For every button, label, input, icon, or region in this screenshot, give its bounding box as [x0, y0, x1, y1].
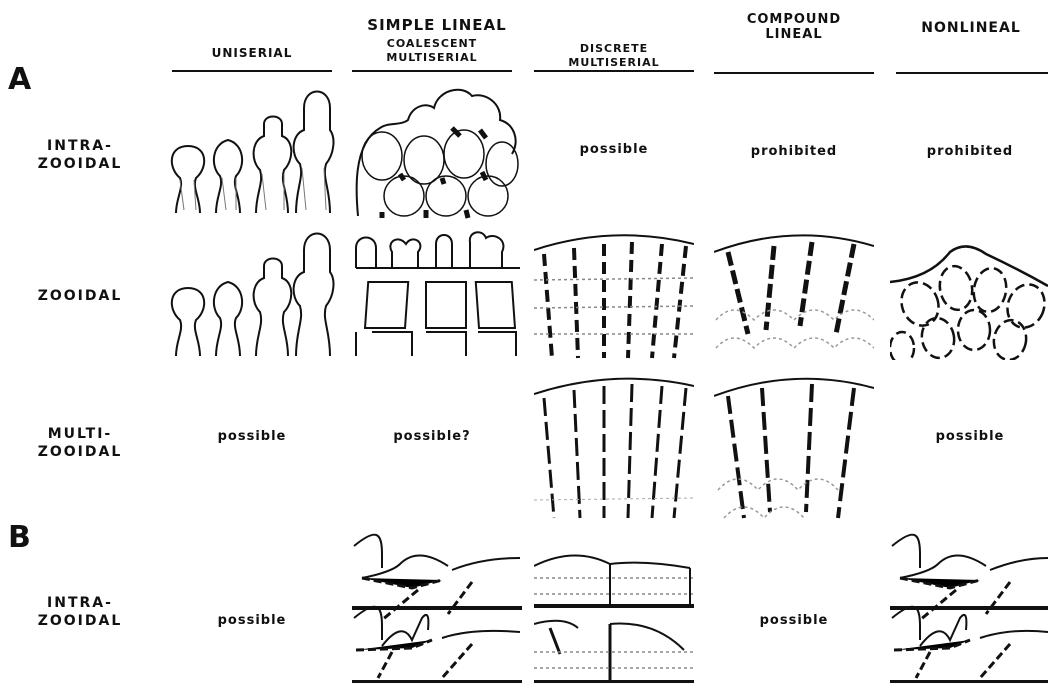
col-uniserial-header: UNISERIAL	[172, 46, 332, 60]
col-coalescent-line2: MULTISERIAL	[352, 51, 512, 65]
cell-a-intra-discrete: possible	[534, 142, 694, 157]
col-discrete-rule	[534, 70, 694, 72]
col-compound-line2: LINEAL	[714, 27, 874, 42]
simple-lineal-header: SIMPLE LINEAL	[352, 16, 522, 34]
cell-a-multi-uniserial: possible	[172, 429, 332, 444]
cell-b-intra-compound: possible	[714, 613, 874, 628]
panel-b-discrete	[534, 528, 694, 684]
col-coalescent-header: COALESCENT MULTISERIAL	[352, 37, 512, 65]
row-intrazooidal-a-line2: ZOOIDAL	[0, 155, 160, 173]
row-intrazooidal-b-line2: ZOOIDAL	[0, 612, 160, 630]
col-uniserial-rule	[172, 70, 332, 72]
row-intrazooidal-a-label: INTRA- ZOOIDAL	[0, 137, 160, 173]
panel-a-zooidal-nonlineal	[890, 230, 1048, 360]
panel-a-zooidal-discrete	[534, 230, 694, 360]
section-b-label: B	[8, 520, 31, 555]
row-intrazooidal-b-line1: INTRA-	[0, 594, 160, 612]
col-discrete-line1: DISCRETE	[534, 42, 694, 56]
cell-a-intra-nonlineal: prohibited	[890, 144, 1048, 159]
panel-a-multi-discrete	[534, 372, 694, 520]
row-zooidal-label: ZOOIDAL	[0, 287, 160, 305]
panel-b-nonlineal	[890, 528, 1048, 684]
col-nonlineal-rule	[896, 72, 1048, 74]
cell-a-multi-nonlineal: possible	[890, 429, 1048, 444]
col-coalescent-line1: COALESCENT	[352, 37, 512, 51]
col-compound-header: COMPOUND LINEAL	[714, 12, 874, 42]
col-coalescent-rule	[352, 70, 512, 72]
panel-a-zooidal-compound	[714, 230, 874, 360]
row-multizooidal-line1: MULTI-	[0, 425, 160, 443]
row-multizooidal-label: MULTI- ZOOIDAL	[0, 425, 160, 461]
section-a-label: A	[8, 62, 31, 97]
row-intrazooidal-b-label: INTRA- ZOOIDAL	[0, 594, 160, 630]
cell-a-multi-coalescent: possible?	[352, 429, 512, 444]
row-intrazooidal-a-line1: INTRA-	[0, 137, 160, 155]
panel-a-zooidal-uniserial	[166, 228, 336, 360]
cell-a-intra-compound: prohibited	[714, 144, 874, 159]
panel-a-intra-uniserial	[166, 88, 336, 218]
col-discrete-line2: MULTISERIAL	[534, 56, 694, 70]
panel-a-intra-coalescent	[352, 84, 522, 220]
col-discrete-header: DISCRETE MULTISERIAL	[534, 42, 694, 70]
cell-b-intra-uniserial: possible	[172, 613, 332, 628]
col-compound-line1: COMPOUND	[714, 12, 874, 27]
col-compound-rule	[714, 72, 874, 74]
panel-b-coalescent	[352, 528, 522, 684]
panel-a-zooidal-coalescent	[352, 228, 522, 360]
panel-a-multi-compound	[714, 372, 874, 520]
row-multizooidal-line2: ZOOIDAL	[0, 443, 160, 461]
col-nonlineal-header: NONLINEAL	[894, 20, 1048, 36]
